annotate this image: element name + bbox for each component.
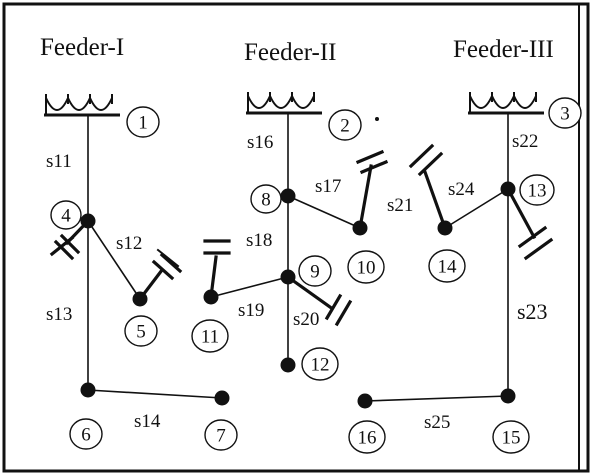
node-ring-13 <box>519 174 555 206</box>
node-ring-11 <box>191 319 229 353</box>
node-dot-6 <box>80 382 96 398</box>
node-label-14: 14 <box>438 257 458 278</box>
node-dot-9 <box>280 269 296 285</box>
capacitor-node-13 <box>505 186 554 261</box>
branch-s19 <box>210 276 289 298</box>
feeder-3-title: Feeder-III <box>453 36 554 63</box>
node-ring-8 <box>250 184 282 214</box>
switch-label-s21: s21 <box>387 195 413 216</box>
node-ring-4 <box>50 200 82 230</box>
node-dot-15 <box>500 388 516 404</box>
node-label-12: 12 <box>311 355 330 376</box>
branch-s12 <box>87 220 141 300</box>
node-dot-12 <box>280 357 296 373</box>
node-dot-14 <box>437 220 453 236</box>
node-label-4: 4 <box>61 206 71 227</box>
capacitor-node-10 <box>355 149 389 230</box>
node-ring-14 <box>428 249 466 283</box>
branch-s24 <box>444 188 509 229</box>
feeder-2-bus <box>246 92 322 115</box>
stray-dot <box>375 117 379 121</box>
feeder-1-bus <box>44 94 120 117</box>
switch-label-s12: s12 <box>116 233 142 254</box>
branch-s17 <box>287 195 361 229</box>
node-label-15: 15 <box>502 428 521 449</box>
branch-s25 <box>364 395 509 402</box>
node-ring-3 <box>548 97 582 129</box>
node-label-6: 6 <box>81 425 91 446</box>
node-label-10: 10 <box>357 258 376 279</box>
node-label-8: 8 <box>261 190 271 211</box>
switch-label-s11: s11 <box>46 151 72 172</box>
switch-label-s13: s13 <box>46 304 72 325</box>
node-dot-10 <box>352 220 368 236</box>
node-ring-9 <box>298 255 332 287</box>
switch-label-s23: s23 <box>517 299 548 324</box>
feeder-2-title: Feeder-II <box>244 39 337 66</box>
capacitor-node-5 <box>137 248 183 302</box>
node-label-11: 11 <box>201 327 219 348</box>
switch-label-s14: s14 <box>134 411 161 432</box>
switch-label-s25: s25 <box>424 412 450 433</box>
node-label-2: 2 <box>340 116 350 137</box>
capacitor-node-14 <box>408 143 448 231</box>
node-label-9: 9 <box>310 262 320 283</box>
node-dot-16 <box>357 393 373 409</box>
node-ring-1 <box>126 106 160 138</box>
node-dot-8 <box>280 188 296 204</box>
switch-label-s18: s18 <box>246 230 272 251</box>
node-ring-7 <box>204 419 238 451</box>
node-label-1: 1 <box>138 113 148 134</box>
node-dot-13 <box>500 181 516 197</box>
capacitor-node-11 <box>203 239 231 299</box>
node-dot-11 <box>203 289 219 305</box>
node-dot-7 <box>214 390 230 406</box>
feeder-3-bus <box>468 92 544 115</box>
switch-label-s17: s17 <box>315 176 341 197</box>
node-label-5: 5 <box>136 322 146 343</box>
switch-label-s24: s24 <box>448 179 475 200</box>
node-dot-4 <box>80 213 96 229</box>
node-label-3: 3 <box>560 104 570 125</box>
switch-label-s20: s20 <box>293 309 319 330</box>
branch-s14 <box>87 389 223 399</box>
capacitor-node-9 <box>285 274 353 327</box>
node-label-7: 7 <box>216 426 226 447</box>
node-ring-5 <box>124 315 158 347</box>
node-dot-5 <box>132 291 148 307</box>
switch-label-s22: s22 <box>512 131 538 152</box>
node-ring-16 <box>348 420 386 454</box>
switch-label-s16: s16 <box>247 132 273 153</box>
node-label-13: 13 <box>528 181 547 202</box>
node-ring-2 <box>328 109 362 141</box>
node-ring-10 <box>347 250 385 284</box>
node-label-16: 16 <box>358 428 377 449</box>
switch-label-s19: s19 <box>238 300 264 321</box>
feeder-1-title: Feeder-I <box>40 34 124 61</box>
node-ring-6 <box>69 418 103 450</box>
node-ring-15 <box>492 420 530 454</box>
node-ring-12 <box>301 347 339 381</box>
